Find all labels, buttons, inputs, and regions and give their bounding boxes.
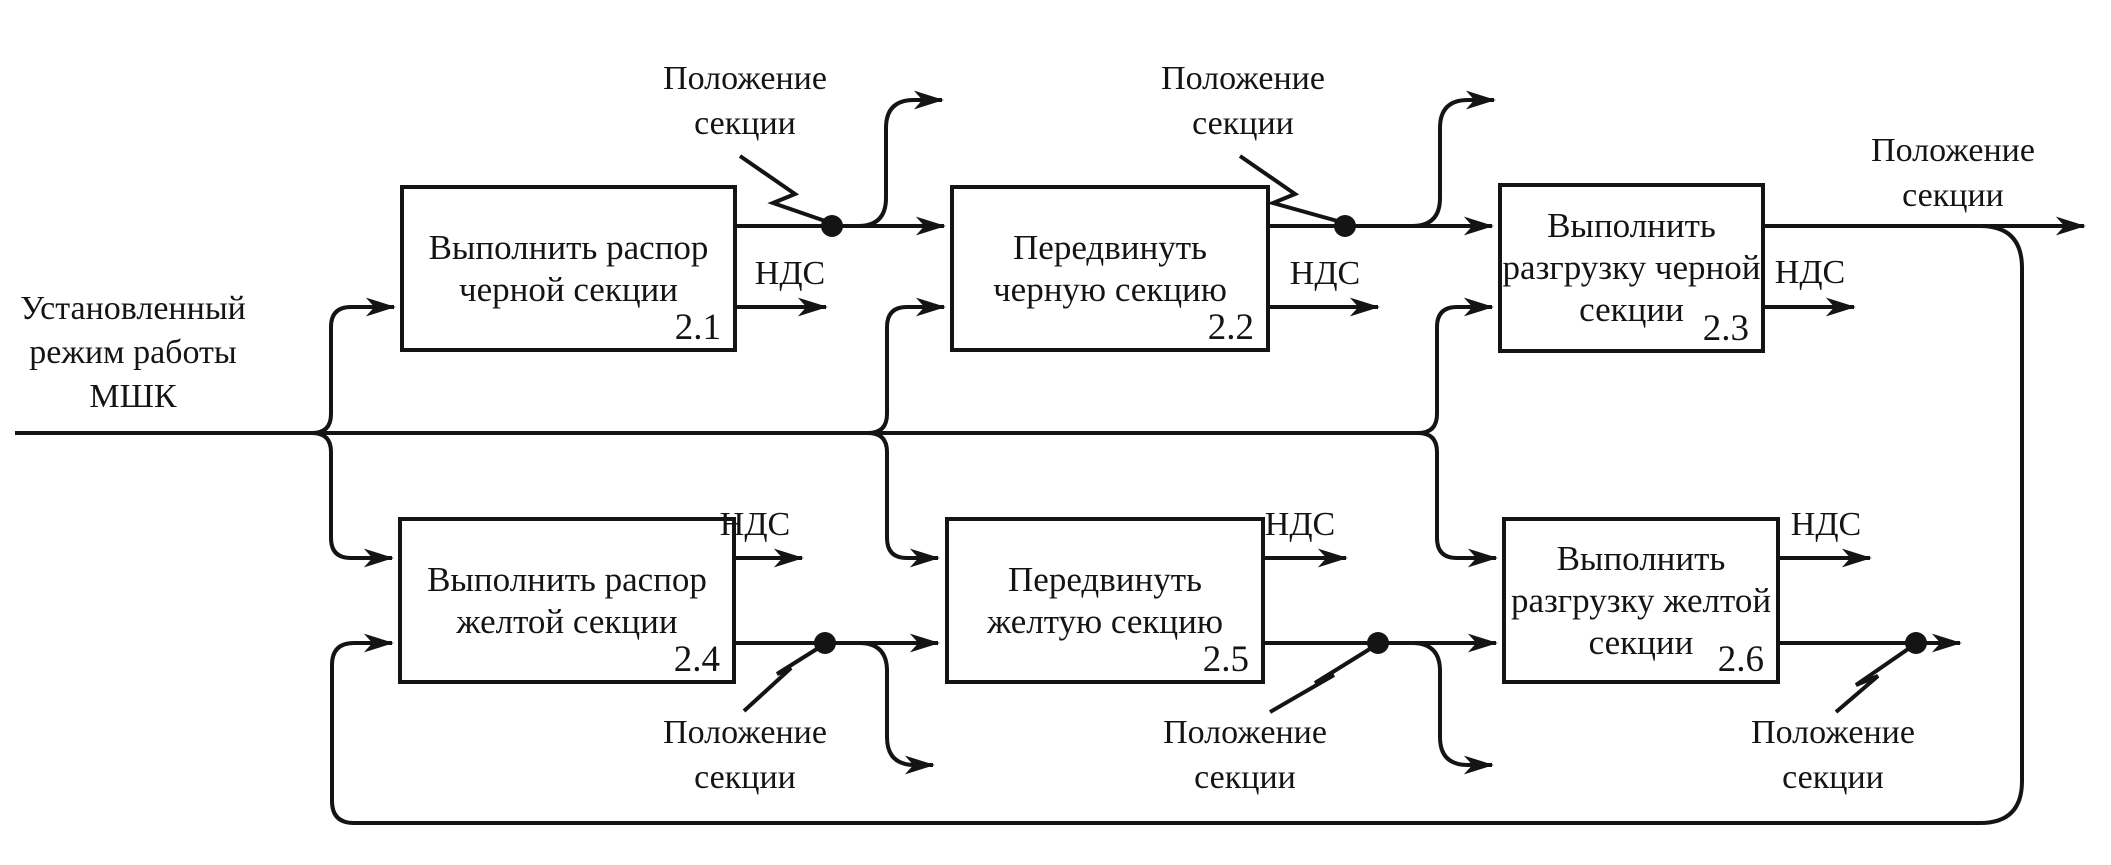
feedback-loop xyxy=(330,224,2024,825)
nds-label-2-6: НДС xyxy=(1790,506,1862,543)
junction-dot-2-2 xyxy=(1334,215,1356,237)
box-2-2-number: 2.2 xyxy=(1207,307,1254,348)
box-2-1-line1: Выполнить распор xyxy=(428,227,709,267)
branch-to-box-2-3 xyxy=(1417,297,1494,435)
box-2-5-line2: желтую секцию xyxy=(986,601,1224,641)
position-label-2-5: Положение секции xyxy=(1163,710,1327,800)
position-label-2-2-line1: Положение xyxy=(1161,60,1325,97)
box-2-3-number: 2.3 xyxy=(1702,308,1749,349)
position-label-2-6-line2: секции xyxy=(1782,759,1884,796)
zigzag-callout-2-1 xyxy=(738,154,829,224)
box-2-6-number: 2.6 xyxy=(1717,639,1764,680)
box-2-3-line2: разгрузку черной xyxy=(1502,248,1761,287)
branch-to-box-2-6 xyxy=(1417,431,1498,568)
process-box-2-5-text: Передвинуть желтую секцию xyxy=(987,559,1223,643)
process-box-2-2-text: Передвинуть черную секцию xyxy=(993,227,1227,311)
position-label-2-4-line1: Положение xyxy=(663,714,827,751)
nds-label-2-2: НДС xyxy=(1289,255,1361,292)
branch-to-box-2-2 xyxy=(867,297,946,435)
process-box-2-3-text: Выполнить разгрузку черной секции xyxy=(1503,205,1761,331)
position-label-2-3-line2: секции xyxy=(1902,177,2004,214)
zigzag-callout-2-5 xyxy=(1268,645,1375,714)
position-label-2-6: Положение секции xyxy=(1751,710,1915,800)
exit-arrow-bottom-2 xyxy=(1378,641,1494,775)
box-2-6-line2: разгрузку желтой xyxy=(1510,580,1772,620)
source-label-line1: Установленный xyxy=(20,290,246,327)
position-label-2-5-line1: Положение xyxy=(1163,714,1327,751)
box-2-6-line1: Выполнить xyxy=(1556,538,1726,578)
process-box-2-3: Выполнить разгрузку черной секции 2.3 xyxy=(1498,183,1765,353)
process-box-2-6: Выполнить разгрузку желтой секции 2.6 xyxy=(1502,517,1780,684)
box-2-2-line2: черную секцию xyxy=(993,269,1227,309)
branch-to-box-2-5 xyxy=(867,431,940,568)
exit-arrow-top-1 xyxy=(832,90,944,228)
nds-label-2-4: НДС xyxy=(719,506,791,543)
junction-dot-2-5 xyxy=(1367,632,1389,654)
process-box-2-1-text: Выполнить распор черной секции xyxy=(429,227,709,311)
zigzag-callout-2-4 xyxy=(742,645,822,713)
zigzag-callout-2-6 xyxy=(1834,645,1913,714)
process-box-2-6-text: Выполнить разгрузку желтой секции xyxy=(1511,538,1771,664)
source-label: Установленный режим работы МШК xyxy=(20,287,246,419)
exit-arrow-top-2 xyxy=(1345,90,1496,228)
box-2-4-line2: желтой секции xyxy=(456,601,678,641)
position-label-2-1: Положение секции xyxy=(663,56,827,146)
box-2-1-line2: черной секции xyxy=(458,269,679,309)
process-box-2-4: Выполнить распор желтой секции 2.4 xyxy=(398,517,736,684)
box-2-3-line1: Выполнить xyxy=(1547,206,1716,245)
nds-label-2-5: НДС xyxy=(1264,506,1336,543)
position-label-2-1-line2: секции xyxy=(694,105,796,142)
process-box-2-2: Передвинуть черную секцию 2.2 xyxy=(950,185,1270,352)
junction-dot-2-1 xyxy=(821,215,843,237)
box-2-4-line1: Выполнить распор xyxy=(427,559,707,599)
process-box-2-4-text: Выполнить распор желтой секции xyxy=(427,559,707,643)
position-label-2-4: Положение секции xyxy=(663,710,827,800)
position-label-2-2-line2: секции xyxy=(1192,105,1294,142)
box-2-6-line3: секции xyxy=(1588,622,1694,662)
branch-to-box-2-4 xyxy=(311,431,394,568)
nds-label-2-3: НДС xyxy=(1774,254,1846,291)
box-2-4-number: 2.4 xyxy=(673,639,720,680)
zigzag-callout-2-2 xyxy=(1238,154,1342,224)
box-2-5-number: 2.5 xyxy=(1202,639,1249,680)
process-box-2-1: Выполнить распор черной секции 2.1 xyxy=(400,185,737,352)
box-2-2-line1: Передвинуть xyxy=(1013,227,1207,267)
box-2-5-line1: Передвинуть xyxy=(1008,559,1202,599)
position-label-2-3-line1: Положение xyxy=(1871,132,2035,169)
box-2-3-line3: секции xyxy=(1579,290,1684,329)
position-label-2-3: Положение секции xyxy=(1871,128,2035,218)
process-box-2-5: Передвинуть желтую секцию 2.5 xyxy=(945,517,1265,684)
nds-label-2-1: НДС xyxy=(754,255,826,292)
junction-dot-2-6 xyxy=(1905,632,1927,654)
position-label-2-1-line1: Положение xyxy=(663,60,827,97)
source-label-line2: режим работы xyxy=(29,334,237,371)
box-2-1-number: 2.1 xyxy=(674,307,721,348)
branch-to-box-2-1 xyxy=(311,297,396,435)
position-label-2-6-line1: Положение xyxy=(1751,714,1915,751)
position-label-2-4-line2: секции xyxy=(694,759,796,796)
exit-arrow-bottom-1 xyxy=(825,641,935,775)
position-label-2-5-line2: секции xyxy=(1194,759,1296,796)
source-label-line3: МШК xyxy=(89,378,177,415)
junction-dot-2-4 xyxy=(814,632,836,654)
position-label-2-2: Положение секции xyxy=(1161,56,1325,146)
